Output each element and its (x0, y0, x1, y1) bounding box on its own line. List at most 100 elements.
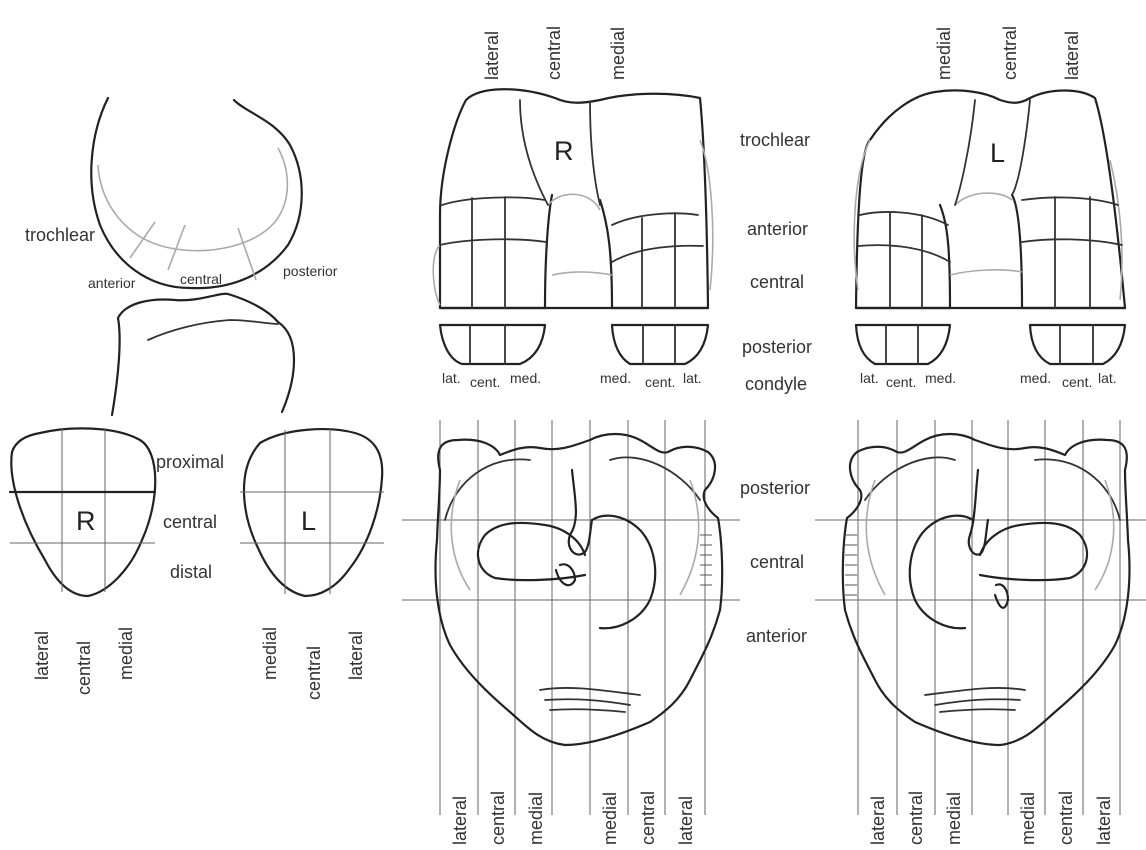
femur-row-anterior: anterior (747, 219, 808, 239)
tibia-right-lateral-plateau (478, 523, 585, 580)
femur-right: lateral central medial R lat. cent. med.… (433, 26, 713, 390)
femur-left-outer-grey (854, 140, 1122, 300)
label-sagittal-central: central (180, 271, 222, 287)
sagittal-division-line (130, 222, 155, 258)
femur-right-cond-cent: cent. (470, 374, 500, 390)
femur-row-posterior: posterior (742, 337, 812, 357)
femur-row-central: central (750, 272, 804, 292)
femur-right-posterior-condyle-med (612, 325, 708, 364)
tibia-right-spine (569, 470, 592, 555)
label-patella-central: central (163, 512, 217, 532)
tibia-left-posterior-ridge (865, 457, 1120, 520)
femur-left-cond2-med: med. (1020, 370, 1051, 386)
femur-left-top-central: central (1000, 26, 1020, 80)
tibia-right: lateral central medial medial central la… (402, 420, 740, 845)
tibia-right-hatching (700, 535, 712, 585)
patella-left-col-central: central (304, 646, 324, 700)
tibia-right-spine-2 (556, 564, 575, 585)
patella-left-col-medial: medial (260, 627, 280, 680)
tibia-left-col-central: central (906, 791, 926, 845)
patella-right-col-medial: medial (116, 627, 136, 680)
tibia-left-lateral-plateau (980, 523, 1087, 580)
femur-left-letter: L (990, 138, 1005, 168)
femur-left-lower-grey (950, 270, 1022, 275)
femur-row-labels: trochlear anterior central posterior con… (740, 130, 812, 394)
femur-right-cond2-lat: lat. (683, 370, 702, 386)
label-patella-distal: distal (170, 562, 212, 582)
tibia-left-col-medial: medial (944, 792, 964, 845)
sagittal-division-line (238, 228, 256, 280)
femur-right-letter: R (554, 136, 574, 166)
femur-right-grid-row (612, 246, 703, 262)
femur-sagittal-outline (91, 98, 301, 288)
femur-left-notch-grey (955, 193, 1012, 205)
tibia-left-col-central-2: central (1056, 791, 1076, 845)
tibia-left-hatching (845, 535, 857, 595)
tibia-row-anterior: anterior (746, 626, 807, 646)
tibia-plateau-line (148, 320, 278, 340)
femur-left-cond-lat: lat. (860, 370, 879, 386)
femur-left-top-lateral: lateral (1062, 31, 1082, 80)
tibia-left-col-lateral: lateral (868, 796, 888, 845)
tibia-sagittal-outline (112, 294, 294, 415)
femur-right-cond2-med: med. (600, 370, 631, 386)
patella-labels: proximal central distal (156, 452, 224, 582)
patella-right-col-lateral: lateral (32, 631, 52, 680)
femur-right-cond2-cent: cent. (645, 374, 675, 390)
label-sagittal-trochlear: trochlear (25, 225, 95, 245)
femur-right-notch-grey (548, 194, 600, 210)
tibia-right-col-lateral-2: lateral (676, 796, 696, 845)
tibia-right-posterior-ridge (445, 457, 700, 520)
tibia-left-medial-plateau (910, 516, 973, 629)
femur-right-grid-row (440, 239, 546, 245)
tibia-left-col-lateral-2: lateral (1094, 796, 1114, 845)
femur-sagittal-inner-line (98, 148, 287, 251)
tibia-right-col-lateral: lateral (450, 796, 470, 845)
label-patella-proximal: proximal (156, 452, 224, 472)
tibia-left-col-medial-2: medial (1018, 792, 1038, 845)
femur-left-cond2-lat: lat. (1098, 370, 1117, 386)
patella-left: L medial central lateral (240, 428, 384, 700)
femur-right-grid-row (612, 213, 698, 225)
femur-left-posterior-condyle-lat (856, 325, 950, 364)
femur-left-posterior-condyle-med (1030, 325, 1125, 364)
femur-row-condyle: condyle (745, 374, 807, 394)
femur-left-notch (940, 195, 1022, 308)
patella-right: R lateral central medial (10, 428, 155, 695)
femur-left-cond2-cent: cent. (1062, 374, 1092, 390)
label-sagittal-posterior: posterior (283, 263, 338, 279)
tibia-right-col-central: central (488, 791, 508, 845)
femur-left-cond-med: med. (925, 370, 956, 386)
femur-right-top-lateral: lateral (482, 31, 502, 80)
femur-right-divider (520, 100, 548, 205)
femur-right-cond-med: med. (510, 370, 541, 386)
femur-left-cond-cent: cent. (886, 374, 916, 390)
tibia-left-outline (843, 434, 1130, 745)
patella-left-letter: L (301, 506, 316, 536)
label-sagittal-anterior: anterior (88, 275, 136, 291)
femur-left: medial central lateral L lat. cent. med.… (854, 26, 1125, 390)
femur-right-grid-row (442, 197, 545, 205)
femur-left-top-medial: medial (934, 27, 954, 80)
tibia-left: lateral central medial medial central la… (815, 420, 1146, 845)
femur-right-top-central: central (544, 26, 564, 80)
femur-right-posterior-condyle-lat (440, 325, 545, 364)
femur-left-grid-row (1022, 197, 1118, 205)
tibia-row-central: central (750, 552, 804, 572)
patella-right-letter: R (76, 506, 96, 536)
tibia-right-col-central-2: central (638, 791, 658, 845)
patella-right-col-central: central (74, 641, 94, 695)
femur-left-grid-row (1022, 239, 1122, 245)
tibia-right-col-medial: medial (526, 792, 546, 845)
femur-left-grid-row (860, 212, 948, 225)
femur-row-trochlear: trochlear (740, 130, 810, 150)
femur-right-top-medial: medial (608, 27, 628, 80)
femur-right-lower-grey (552, 272, 612, 275)
tibia-left-spine-2 (995, 584, 1008, 607)
tibia-row-posterior: posterior (740, 478, 810, 498)
femur-right-notch (545, 195, 612, 308)
femur-left-divider (1012, 100, 1030, 195)
tibia-right-col-medial-2: medial (600, 792, 620, 845)
tibia-right-medial-plateau (592, 516, 655, 629)
